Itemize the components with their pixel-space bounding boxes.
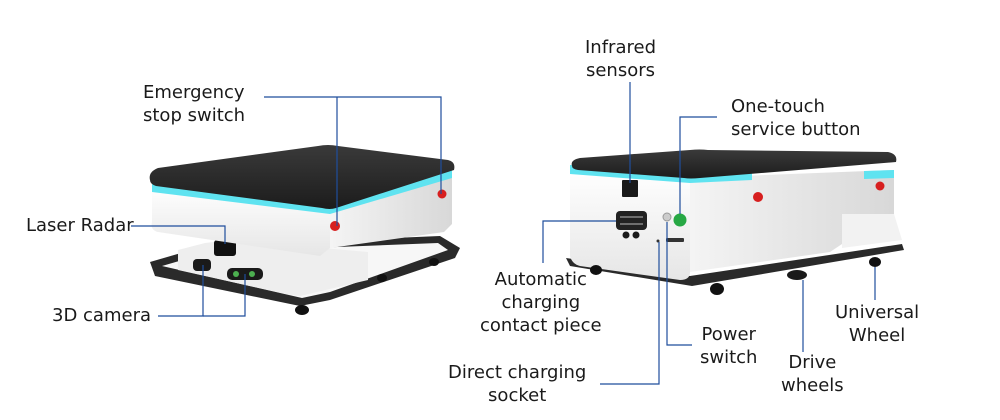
leader-service	[679, 116, 717, 214]
power-switch-knob	[662, 212, 672, 222]
label-laser-radar: Laser Radar	[26, 215, 134, 236]
label-service-button: One-touch service button	[731, 96, 861, 140]
stop-button-front	[330, 221, 340, 231]
universal-wheel-mark	[869, 257, 881, 267]
robot-front-view	[149, 145, 460, 315]
leader-emergency	[264, 96, 442, 194]
label-universal-wheel: Universal Wheel	[835, 302, 920, 346]
leader-charging-contact	[542, 220, 616, 263]
leader-direct-charging	[600, 242, 660, 385]
leader-3d-camera-b	[203, 274, 246, 317]
side-body	[690, 170, 894, 272]
main-body-side	[330, 172, 452, 248]
drive-wheel	[710, 283, 724, 295]
service-button	[673, 213, 687, 227]
label-charging-contact: Automatic charging contact piece	[480, 269, 602, 336]
direct-charging-port	[666, 238, 684, 242]
label-emergency-stop: Emergency stop switch	[143, 82, 246, 126]
robot-rear-view	[566, 149, 904, 295]
label-direct-charging: Direct charging socket	[448, 362, 587, 406]
leader-lines	[131, 82, 876, 385]
charging-contact-piece	[616, 211, 647, 230]
label-infrared: Infrared sensors	[585, 37, 656, 81]
camera-3d-lens	[193, 259, 211, 271]
top-cover	[149, 145, 455, 209]
stop-button-right-b	[875, 181, 885, 191]
label-3d-camera: 3D camera	[52, 305, 151, 326]
laser-radar-window	[214, 240, 236, 256]
top-cover-right	[571, 149, 897, 179]
leader-laser	[131, 225, 226, 244]
label-power-switch: Power switch	[700, 324, 758, 368]
stop-button-side	[437, 189, 447, 199]
infrared-sensor	[622, 180, 638, 197]
stop-button-right-a	[753, 192, 763, 202]
leader-power	[666, 222, 692, 346]
label-drive-wheels: Drive wheels	[781, 352, 844, 396]
